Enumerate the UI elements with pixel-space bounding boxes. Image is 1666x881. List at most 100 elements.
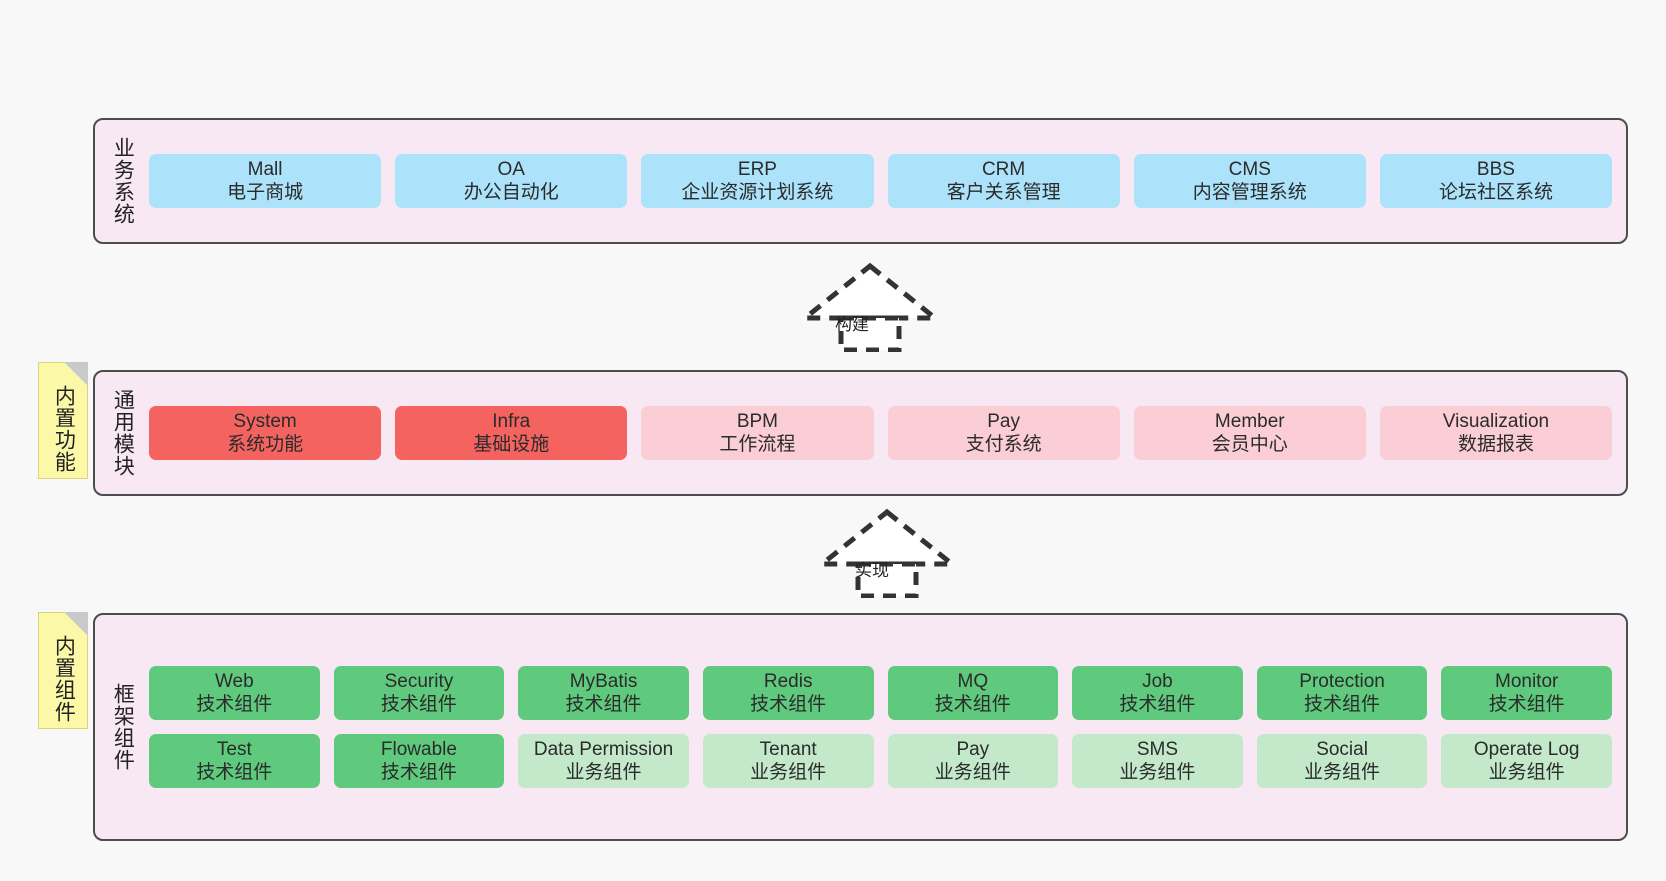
card-member[interactable]: Member 会员中心 [1133, 405, 1366, 461]
card-social[interactable]: Social 业务组件 [1256, 734, 1428, 789]
card-subtitle: 技术组件 [380, 693, 457, 715]
layer-business-systems: 业务系统 Mall 电子商城 OA 办公自动化 ERP 企业资源计划系统 CRM… [93, 118, 1628, 244]
card-subtitle: 企业资源计划系统 [681, 182, 834, 203]
card-subtitle: 系统功能 [227, 434, 304, 455]
card-subtitle: 数据报表 [1457, 434, 1534, 455]
card-subtitle: 技术组件 [934, 693, 1011, 715]
card-title: OA [497, 158, 525, 180]
card-infra[interactable]: Infra 基础设施 [395, 405, 628, 461]
card-subtitle: 技术组件 [750, 693, 827, 715]
card-mall[interactable]: Mall 电子商城 [149, 153, 382, 209]
card-visualization[interactable]: Visualization 数据报表 [1379, 405, 1613, 461]
card-title: Job [1142, 670, 1173, 692]
card-tenant[interactable]: Tenant 业务组件 [702, 734, 874, 789]
card-row: Mall 电子商城 OA 办公自动化 ERP 企业资源计划系统 CRM 客户关系… [149, 153, 1613, 209]
card-subtitle: 业务组件 [934, 762, 1011, 784]
card-sms[interactable]: SMS 业务组件 [1072, 734, 1243, 789]
card-web[interactable]: Web 技术组件 [149, 665, 320, 720]
card-subtitle: 业务组件 [1304, 762, 1381, 784]
card-title: System [233, 410, 297, 432]
card-title: CMS [1228, 158, 1271, 180]
card-crm[interactable]: CRM 客户关系管理 [887, 153, 1120, 209]
card-title: ERP [737, 158, 777, 180]
card-title: Web [214, 670, 254, 692]
card-data-permission[interactable]: Data Permission 业务组件 [518, 734, 689, 789]
card-title: Test [216, 739, 252, 760]
card-subtitle: 客户关系管理 [946, 182, 1061, 203]
card-subtitle: 业务组件 [1119, 762, 1196, 784]
card-subtitle: 技术组件 [565, 693, 642, 715]
card-title: Redis [763, 670, 813, 692]
card-title: Tenant [759, 739, 817, 760]
card-system[interactable]: System 系统功能 [149, 405, 382, 461]
card-bbs[interactable]: BBS 论坛社区系统 [1379, 153, 1613, 209]
card-subtitle: 技术组件 [196, 693, 273, 715]
note-fold-corner-icon [64, 612, 88, 636]
card-subtitle: 基础设施 [473, 434, 550, 455]
arrow-build-glyph [797, 262, 943, 352]
card-monitor[interactable]: Monitor 技术组件 [1441, 665, 1612, 720]
card-protection[interactable]: Protection 技术组件 [1256, 665, 1428, 720]
card-pay[interactable]: Pay 支付系统 [887, 405, 1120, 461]
card-pay-component[interactable]: Pay 业务组件 [887, 734, 1059, 789]
card-subtitle: 业务组件 [1488, 762, 1565, 784]
card-operate-log[interactable]: Operate Log 业务组件 [1441, 734, 1612, 789]
card-subtitle: 技术组件 [1488, 693, 1565, 715]
layer-common-modules: 通用模块 System 系统功能 Infra 基础设施 BPM 工作流程 Pay… [93, 370, 1628, 496]
layer-body-framework-components: Web 技术组件 Security 技术组件 MyBatis 技术组件 Redi… [139, 615, 1626, 839]
card-title: MyBatis [569, 670, 638, 692]
card-title: SMS [1136, 739, 1179, 760]
card-cms[interactable]: CMS 内容管理系统 [1133, 153, 1366, 209]
card-test[interactable]: Test 技术组件 [149, 734, 320, 789]
arrow-build-label: 构建 [835, 315, 869, 334]
card-title: Operate Log [1473, 739, 1580, 760]
card-subtitle: 业务组件 [750, 762, 827, 784]
card-job[interactable]: Job 技术组件 [1072, 665, 1243, 720]
card-erp[interactable]: ERP 企业资源计划系统 [641, 153, 874, 209]
card-bpm[interactable]: BPM 工作流程 [641, 405, 874, 461]
card-subtitle: 技术组件 [1304, 693, 1381, 715]
card-redis[interactable]: Redis 技术组件 [702, 665, 874, 720]
card-title: Monitor [1495, 670, 1559, 692]
card-title: BBS [1476, 158, 1515, 180]
note-fold-corner-icon [64, 362, 88, 386]
layer-body-business-systems: Mall 电子商城 OA 办公自动化 ERP 企业资源计划系统 CRM 客户关系… [139, 120, 1626, 242]
note-text: 内置组件 [52, 634, 76, 723]
card-title: Mall [247, 158, 283, 180]
arrow-implement: 实现 [812, 508, 962, 598]
layer-label-business-systems: 业务系统 [111, 137, 135, 225]
card-title: Visualization [1442, 410, 1550, 432]
card-flowable[interactable]: Flowable 技术组件 [333, 734, 505, 789]
card-row: Test 技术组件 Flowable 技术组件 Data Permission … [149, 734, 1612, 789]
card-subtitle: 支付系统 [965, 434, 1042, 455]
card-title: Member [1214, 410, 1285, 432]
arrow-build: 构建 [795, 262, 945, 352]
card-subtitle: 办公自动化 [463, 182, 559, 203]
card-mq[interactable]: MQ 技术组件 [887, 665, 1059, 720]
arrow-implement-glyph [814, 508, 960, 598]
card-title: CRM [981, 158, 1026, 180]
card-subtitle: 业务组件 [565, 762, 642, 784]
card-subtitle: 论坛社区系统 [1438, 182, 1553, 203]
note-builtin-features: 内置功能 [38, 362, 88, 479]
card-subtitle: 电子商城 [227, 182, 304, 203]
card-title: Social [1316, 739, 1368, 760]
card-title: Flowable [380, 739, 457, 760]
card-oa[interactable]: OA 办公自动化 [395, 153, 628, 209]
card-mybatis[interactable]: MyBatis 技术组件 [518, 665, 689, 720]
note-builtin-components: 内置组件 [38, 612, 88, 729]
note-text: 内置功能 [52, 384, 76, 473]
card-title: Infra [492, 410, 531, 432]
card-title: BPM [736, 410, 779, 432]
card-title: Security [384, 670, 454, 692]
arrow-implement-label: 实现 [855, 561, 889, 580]
layer-body-common-modules: System 系统功能 Infra 基础设施 BPM 工作流程 Pay 支付系统… [139, 372, 1626, 494]
card-row: Web 技术组件 Security 技术组件 MyBatis 技术组件 Redi… [149, 665, 1612, 720]
card-title: Protection [1299, 670, 1385, 692]
card-subtitle: 会员中心 [1211, 434, 1288, 455]
layer-label-common-modules: 通用模块 [111, 389, 135, 477]
card-security[interactable]: Security 技术组件 [333, 665, 505, 720]
card-subtitle: 技术组件 [1119, 693, 1196, 715]
card-subtitle: 技术组件 [380, 762, 457, 784]
